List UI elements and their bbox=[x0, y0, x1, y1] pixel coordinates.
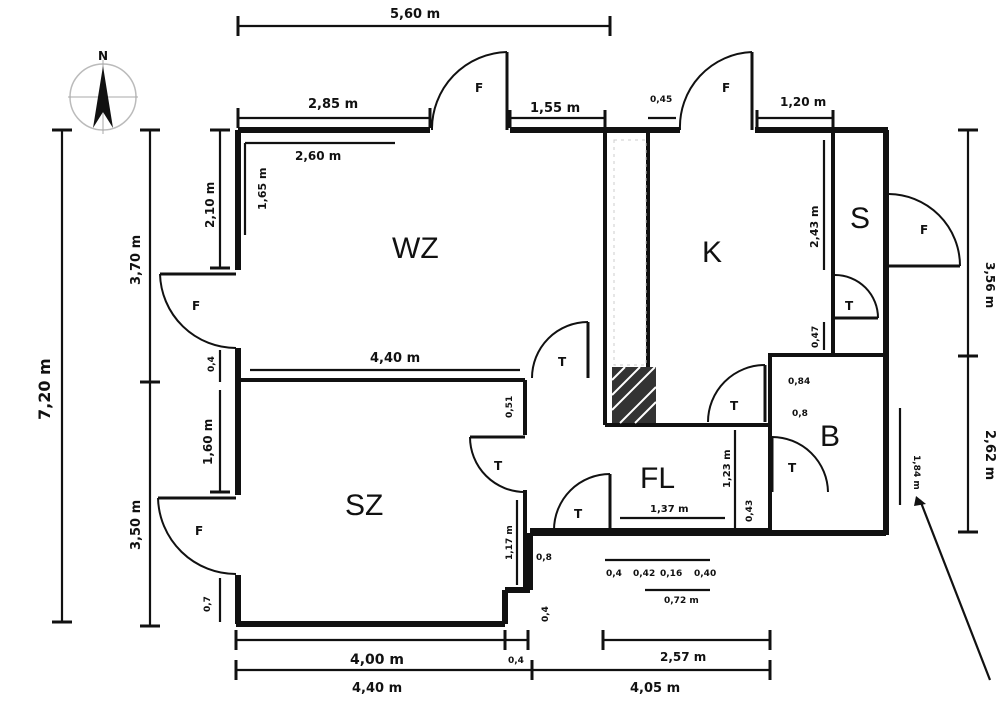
dim-wz-width: 2,60 m bbox=[295, 149, 341, 163]
dim-k-right: 2,43 m bbox=[808, 206, 821, 248]
door-label-t: T bbox=[494, 459, 503, 473]
room-wz: WZ bbox=[392, 232, 439, 265]
dim-bot-gap: 0,4 bbox=[508, 656, 524, 666]
door-label-f: F bbox=[475, 81, 483, 95]
dim-top-left: 2,85 m bbox=[308, 97, 358, 112]
dim-sz-right: 1,17 m bbox=[505, 525, 515, 560]
dim-right-upper: 3,56 m bbox=[983, 262, 997, 308]
room-s: S bbox=[850, 202, 870, 235]
dimension-labels: 5,60 m 2,85 m 1,55 m 0,45 1,20 m 2,60 m … bbox=[35, 7, 997, 696]
room-sz: SZ bbox=[345, 489, 383, 522]
door-label-t: T bbox=[558, 355, 567, 369]
dim-left-mid: 1,60 m bbox=[201, 419, 215, 465]
door-label-f: F bbox=[192, 299, 200, 313]
dim-corr-a: 0,51 bbox=[505, 396, 515, 418]
dim-right-side: 1,84 m bbox=[911, 455, 921, 490]
dim-left-lower: 3,50 m bbox=[129, 500, 144, 550]
dim-left-small-a: 0,4 bbox=[207, 356, 217, 372]
dim-bot-fl-small4: 0,40 bbox=[694, 569, 716, 579]
door-label-t: T bbox=[574, 507, 583, 521]
dim-b-small: 0,8 bbox=[792, 409, 808, 419]
door-label-f: F bbox=[920, 223, 928, 237]
dim-sz-small: 0,8 bbox=[536, 553, 552, 563]
dim-wz-height-a: 1,65 m bbox=[256, 168, 269, 210]
dim-left-total: 7,20 m bbox=[35, 358, 54, 420]
dim-top-k: 0,45 bbox=[650, 95, 672, 105]
dim-sz-small2: 0,4 bbox=[541, 606, 551, 622]
dim-left-small-b: 0,7 bbox=[203, 596, 213, 612]
room-b: B bbox=[820, 420, 840, 453]
dim-bot-fl-total: 0,72 m bbox=[664, 596, 699, 606]
room-labels: WZ K S SZ FL B bbox=[345, 202, 870, 522]
dim-fl-width: 1,37 m bbox=[650, 504, 689, 515]
dim-sz-top: 4,40 m bbox=[370, 351, 420, 366]
outer-walls bbox=[235, 127, 889, 627]
room-k: K bbox=[702, 236, 722, 269]
dim-bot-fl: 2,57 m bbox=[660, 650, 706, 664]
door-label-t: T bbox=[730, 399, 739, 413]
dim-right-lower: 2,62 m bbox=[982, 430, 997, 480]
dim-wz-height-b: 2,10 m bbox=[203, 182, 217, 228]
door-label-t: T bbox=[845, 299, 854, 313]
dim-bot-left: 4,40 m bbox=[352, 681, 402, 696]
dim-bot-fl-small2: 0,42 bbox=[633, 569, 655, 579]
door-label-f: F bbox=[722, 81, 730, 95]
dim-bot-sz: 4,00 m bbox=[350, 652, 404, 668]
dim-k-small: 0,47 bbox=[811, 326, 821, 348]
dim-fl-height: 1,23 m bbox=[722, 449, 733, 488]
room-fl: FL bbox=[640, 462, 675, 495]
compass-icon: N bbox=[68, 49, 138, 134]
north-label: N bbox=[98, 49, 108, 63]
dim-fl-small: 0,43 bbox=[745, 500, 755, 522]
dim-bot-fl-small3: 0,16 bbox=[660, 569, 682, 579]
dim-b-width: 0,84 bbox=[788, 377, 810, 387]
dim-left-upper: 3,70 m bbox=[129, 235, 144, 285]
door-label-f: F bbox=[195, 524, 203, 538]
inner-walls bbox=[240, 130, 886, 590]
dim-top-total: 5,60 m bbox=[390, 7, 440, 22]
door-label-t: T bbox=[788, 461, 797, 475]
doors: F F F F F T T T T T bbox=[157, 51, 961, 575]
dimension-lines bbox=[52, 16, 992, 681]
dim-top-right: 1,20 m bbox=[780, 95, 826, 109]
chimney bbox=[611, 139, 657, 424]
dim-bot-fl-small1: 0,4 bbox=[606, 569, 622, 579]
dim-top-mid: 1,55 m bbox=[530, 101, 580, 116]
dim-bot-right: 4,05 m bbox=[630, 681, 680, 696]
